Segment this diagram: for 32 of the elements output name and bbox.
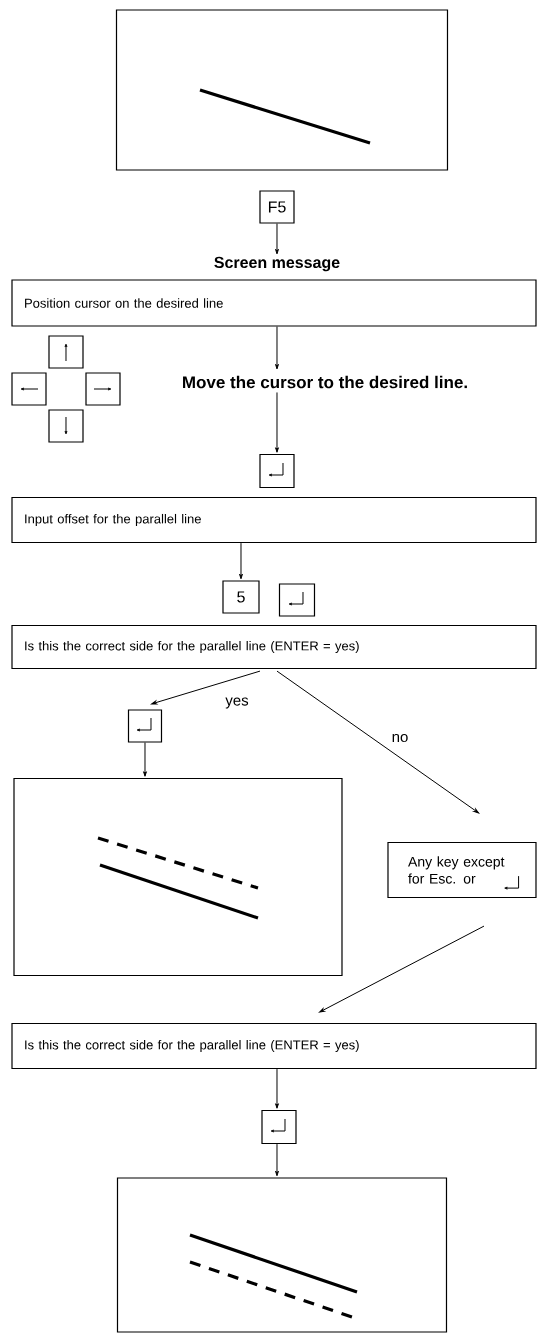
message-box: Position cursor on the desired line	[11, 279, 537, 327]
edge-label: no	[390, 732, 410, 744]
message-box: Input offset for the parallel line	[11, 496, 537, 544]
enter-key	[127, 709, 163, 743]
note-box: Any key except for Esc. or	[387, 841, 537, 899]
arrow	[151, 670, 261, 705]
message-box: Is this the correct side for the parallel line (ENTER = yes)	[11, 624, 537, 670]
arrow	[239, 542, 243, 580]
instruction-text: Move the cursor to the desired line.	[183, 375, 467, 389]
arrow-key	[11, 372, 47, 406]
screen-drawing	[115, 9, 449, 171]
arrow-key	[48, 335, 84, 369]
enter-key	[261, 1109, 297, 1145]
arrow	[275, 223, 279, 255]
edge-label: yes	[224, 696, 250, 710]
key: F5	[259, 190, 295, 224]
arrow	[275, 391, 279, 453]
key: 5	[222, 580, 260, 614]
arrow	[276, 670, 480, 814]
screen-drawing	[116, 1177, 448, 1333]
enter-key	[259, 453, 295, 489]
arrow	[143, 742, 147, 777]
arrow	[275, 1068, 279, 1109]
message-box: Is this the correct side for the parallel line (ENTER = yes)	[11, 1022, 537, 1070]
arrow-key	[85, 372, 121, 406]
heading: Screen message	[214, 256, 340, 272]
arrow	[275, 326, 279, 370]
screen-drawing	[13, 777, 343, 977]
arrow	[275, 1143, 279, 1177]
arrow	[319, 925, 485, 1013]
arrow-key	[48, 409, 84, 443]
enter-key	[278, 583, 316, 617]
